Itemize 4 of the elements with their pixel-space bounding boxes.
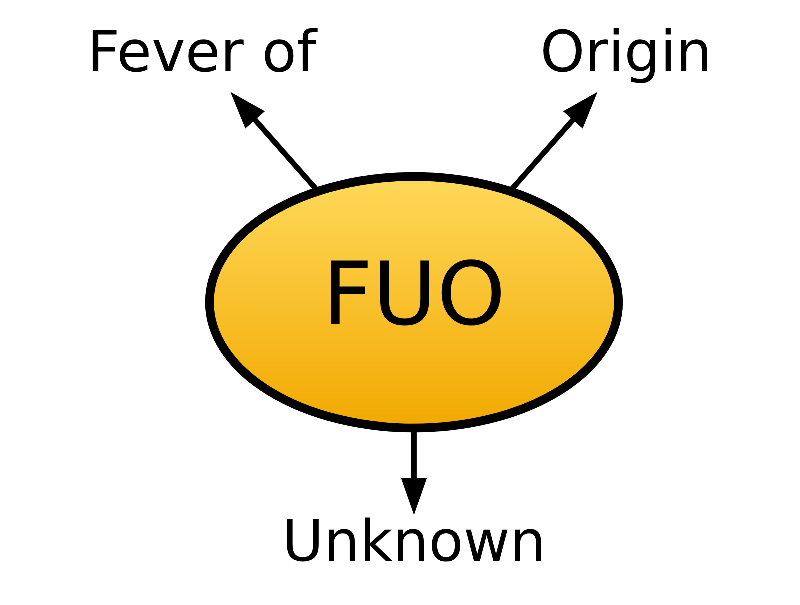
node-text: Unknown xyxy=(282,509,546,576)
node-text: Fever of xyxy=(87,19,317,86)
node-text: Origin xyxy=(540,19,712,86)
node-ellipse: FUO xyxy=(205,172,624,433)
